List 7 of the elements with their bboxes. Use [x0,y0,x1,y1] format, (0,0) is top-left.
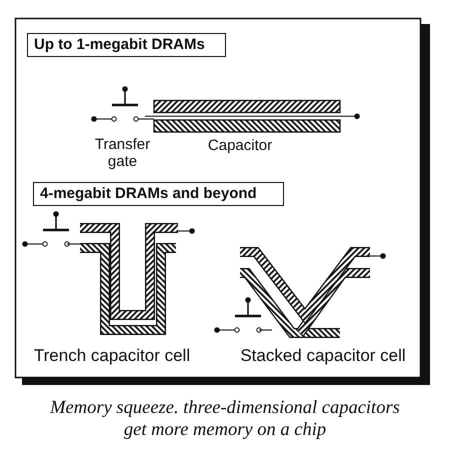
section-heading: Up to 1-megabit DRAMs [27,33,226,57]
component-label: Capacitor [206,137,274,154]
cell-type-label: Stacked capacitor cell [239,346,407,366]
cell-type-label: Trench capacitor cell [32,346,192,366]
figure-caption: Memory squeeze. three-dimensional capacitors get more memory on a chip [49,397,401,441]
component-label: Transfer gate [94,136,152,170]
section-heading: 4-megabit DRAMs and beyond [33,182,284,206]
